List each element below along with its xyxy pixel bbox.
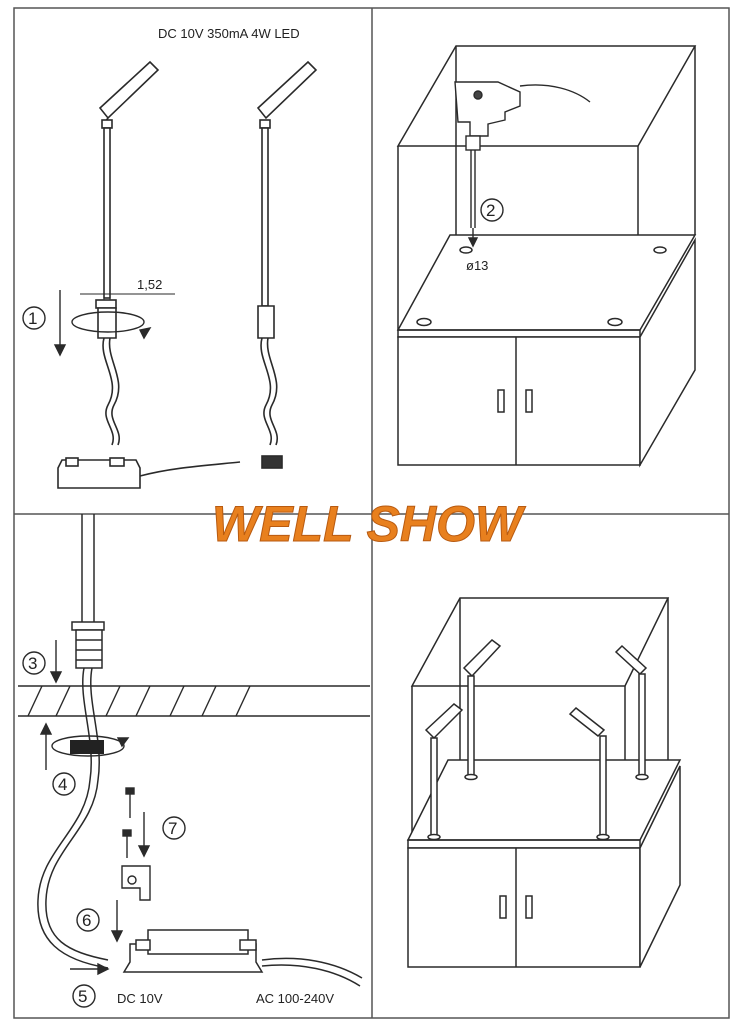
- drill-icon: [454, 81, 591, 248]
- lamp-cable: [37, 667, 109, 969]
- step-2-badge: [480, 198, 504, 222]
- lamp-a: [95, 60, 160, 446]
- shelf-section: [18, 685, 370, 717]
- panel-3: 3 4 5 6 7 DC 10V AC 100-240V: [18, 514, 370, 1008]
- dimension-marker: [80, 288, 175, 300]
- lamp-pole: [71, 514, 105, 669]
- lamps-installed: [424, 639, 649, 841]
- step-3-number: 3: [28, 654, 37, 673]
- mounting-clip: [121, 787, 151, 901]
- step-2-number: 2: [486, 201, 495, 220]
- lock-nut: [70, 740, 104, 754]
- panel-grid: [13, 7, 730, 1019]
- lamp-b: [256, 60, 318, 469]
- rotation-arrow: [53, 290, 152, 357]
- step-5-number: 5: [78, 987, 87, 1006]
- dc-label: DC 10V: [117, 991, 163, 1006]
- step-1-badge: [22, 306, 46, 330]
- panel-2: 2 ø13: [396, 45, 697, 468]
- panel-4: [406, 597, 682, 968]
- brand-logo-text: WELL SHOW: [212, 496, 526, 552]
- dimension-label: 1,52: [137, 277, 162, 292]
- driver-box-installed: [122, 929, 363, 987]
- panel-1: DC 10V 350mA 4W LED 1,52 1: [22, 26, 318, 489]
- step-7-number: 7: [168, 819, 177, 838]
- cabinet-wireframe: [396, 45, 697, 468]
- step-arrows: [39, 640, 151, 976]
- driver-box: [57, 457, 241, 489]
- ac-label: AC 100-240V: [256, 991, 334, 1006]
- step-4-number: 4: [58, 775, 67, 794]
- step-1-number: 1: [28, 309, 37, 328]
- step-badges: [22, 651, 186, 1008]
- cabinet-with-lamps: [406, 597, 682, 968]
- rotation-arrow-nut: [51, 735, 130, 757]
- step-6-number: 6: [82, 911, 91, 930]
- spec-text: DC 10V 350mA 4W LED: [158, 26, 300, 41]
- hole-diameter-label: ø13: [466, 258, 488, 273]
- brand-watermark: WELL SHOW: [212, 496, 527, 553]
